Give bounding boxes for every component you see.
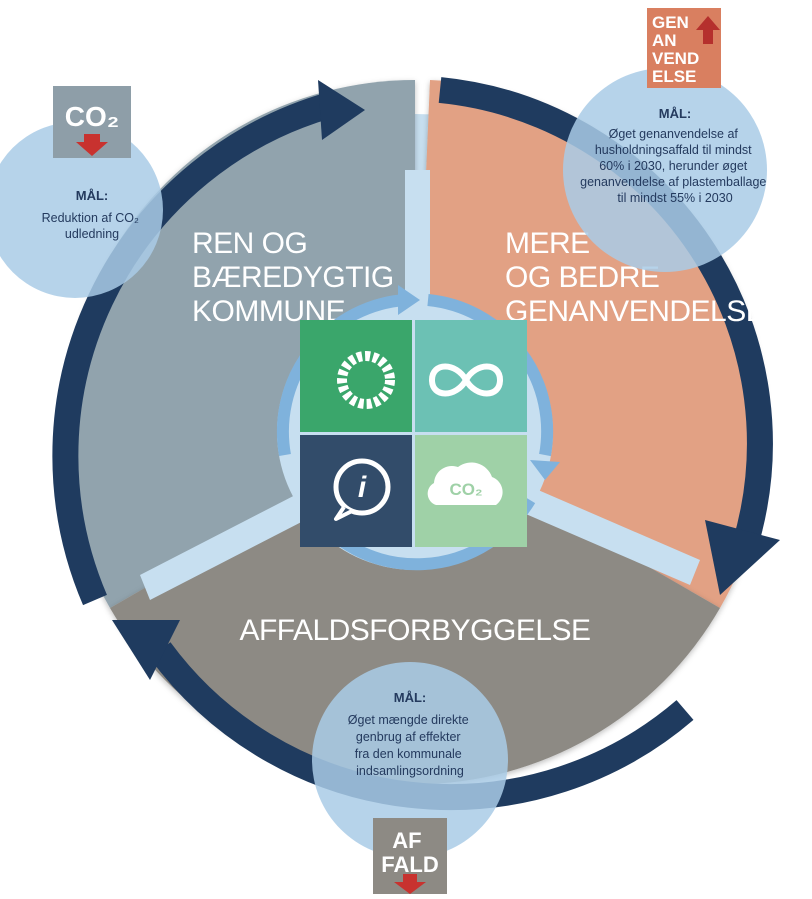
down-arrow-icon xyxy=(76,134,108,156)
separator-top xyxy=(405,170,430,320)
ring-arrowhead-1 xyxy=(398,285,420,315)
svg-text:GEN AN VEND: GEN AN VEND ELSE xyxy=(652,13,704,86)
down-arrow-icon xyxy=(394,874,426,894)
up-arrow-icon xyxy=(696,16,720,44)
quadrant-navy xyxy=(300,435,412,547)
info-bubble-icon: i xyxy=(333,458,391,521)
goal-bottom-text: Øget mængde direkte genbrug af effekter … xyxy=(348,713,472,778)
outer-arrowhead-left xyxy=(318,80,365,140)
segment-title-right: MERE OG BEDRE GENANVENDELSE xyxy=(505,227,765,328)
goal-left-text: Reduktion af CO₂ udledning xyxy=(42,211,143,241)
svg-text:AF FALD: AF FALD xyxy=(381,828,438,877)
outer-arrowhead-right xyxy=(705,520,780,595)
outer-arrowhead-bottom xyxy=(112,620,180,680)
goal-left-heading: MÅL: xyxy=(76,188,109,203)
separator-left xyxy=(140,490,315,600)
goal-right-heading: MÅL: xyxy=(659,106,692,121)
svg-text:i: i xyxy=(358,471,367,504)
goal-circle-right xyxy=(563,68,767,272)
svg-text:CO₂: CO₂ xyxy=(65,101,119,132)
co2-badge: CO₂ xyxy=(53,86,131,158)
affald-badge: AF FALD xyxy=(373,818,447,894)
goal-right-text: Øget genanvendelse af husholdningsaffald… xyxy=(580,127,770,205)
svg-text:CO₂: CO₂ xyxy=(449,480,482,499)
genanvendelse-badge: GEN AN VEND ELSE xyxy=(647,8,721,88)
goal-circle-bottom xyxy=(312,662,508,858)
goal-bottom-heading: MÅL: xyxy=(394,690,427,705)
separator-right xyxy=(505,480,700,585)
segment-title-bottom: AFFALDSFORBYGGELSE xyxy=(239,614,590,647)
goal-circle-left xyxy=(0,122,163,298)
segment-title-left: REN OG BÆREDYGTIG KOMMUNE xyxy=(192,227,402,328)
infinity-icon xyxy=(428,363,504,397)
co2-cloud-icon: CO₂ xyxy=(427,462,503,505)
outer-arrow-left xyxy=(52,92,334,606)
ring-arrowhead-2 xyxy=(530,460,560,480)
sun-icon xyxy=(337,351,395,409)
